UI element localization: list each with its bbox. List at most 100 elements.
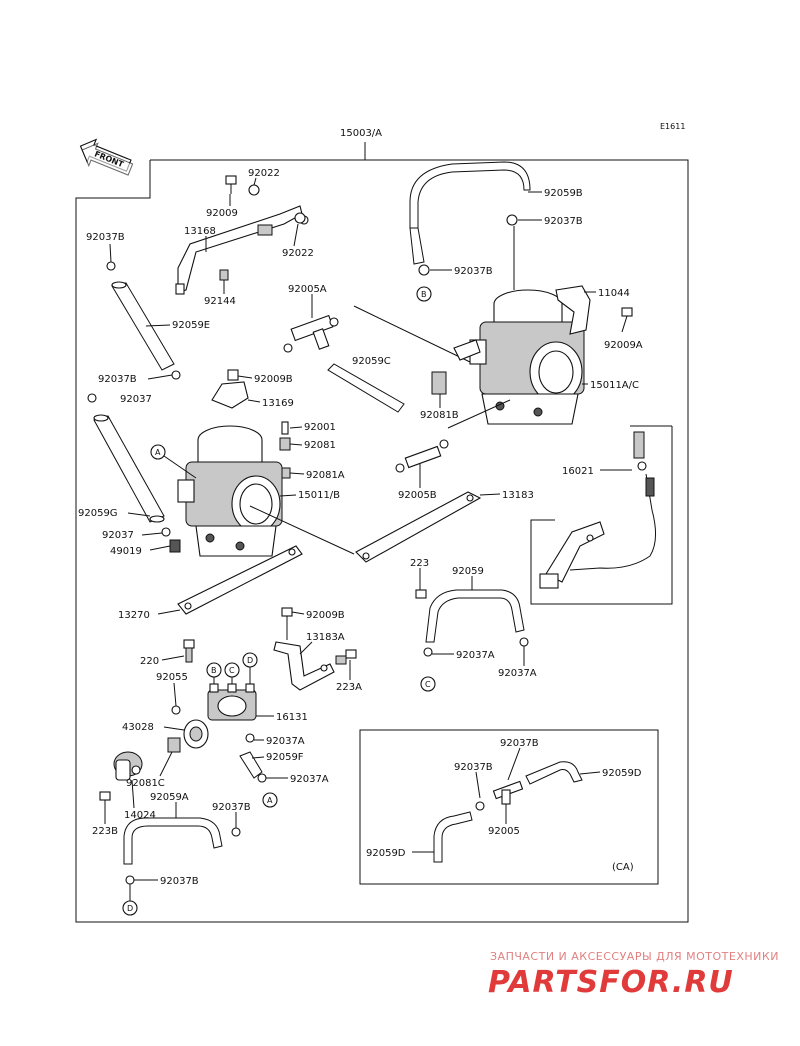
clip-92037-lower bbox=[161, 527, 171, 537]
label-92037A-lower: 92037A bbox=[290, 774, 329, 785]
hose-92059E bbox=[111, 281, 175, 371]
spring-92081C bbox=[167, 737, 181, 753]
callout-D-2: D bbox=[122, 884, 138, 916]
hose-92059F bbox=[239, 751, 263, 779]
clip-92037A-right bbox=[519, 637, 529, 647]
variant-label-ca: (CA) bbox=[612, 862, 634, 873]
label-92081B: 92081B bbox=[420, 410, 459, 421]
tee-92005 bbox=[475, 780, 524, 811]
label-92037-lower: 92037 bbox=[102, 530, 134, 541]
label-92059D-upper: 92059D bbox=[602, 768, 642, 779]
cable-inset-frame bbox=[530, 425, 673, 605]
link-plate-13270 bbox=[177, 545, 303, 615]
svg-text:C: C bbox=[425, 680, 431, 689]
label-92059B: 92059B bbox=[544, 188, 583, 199]
jet-92001 bbox=[281, 421, 289, 435]
svg-text:B: B bbox=[421, 290, 427, 299]
watermark-logo: PARTSFOR.RU bbox=[488, 965, 734, 1000]
label-92009B-lower: 92009B bbox=[306, 610, 345, 621]
screw-92009A bbox=[621, 307, 633, 317]
label-92059F: 92059F bbox=[266, 752, 304, 763]
label-92081A: 92081A bbox=[306, 470, 345, 481]
label-13168: 13168 bbox=[184, 226, 216, 237]
label-92005A: 92005A bbox=[288, 284, 327, 295]
nut-92144 bbox=[219, 269, 229, 281]
screw-92009B-lower bbox=[281, 607, 293, 617]
hose-92059G bbox=[93, 414, 165, 523]
clip-92037B-upper-right bbox=[506, 214, 518, 226]
label-92037B-mid: 92037B bbox=[98, 374, 137, 385]
front-arrow-icon: FRONT bbox=[79, 138, 134, 176]
hose-92059A bbox=[123, 817, 223, 865]
fitting-92005B bbox=[395, 439, 449, 473]
bracket-13183A bbox=[273, 641, 335, 691]
screw-223B bbox=[99, 791, 111, 801]
label-92144: 92144 bbox=[204, 296, 236, 307]
callout-B-1: B bbox=[416, 286, 432, 302]
tee-92005A bbox=[283, 314, 339, 353]
clip-92037 bbox=[87, 393, 97, 403]
label-16131: 16131 bbox=[276, 712, 308, 723]
label-92055: 92055 bbox=[156, 672, 188, 683]
label-92037B-ca-top: 92037B bbox=[500, 738, 539, 749]
washer-92022-top bbox=[248, 184, 260, 196]
clip-92037B-right-b bbox=[418, 264, 430, 276]
label-92037A-pump: 92037A bbox=[266, 736, 305, 747]
screw-223 bbox=[415, 589, 427, 599]
label-223: 223 bbox=[410, 558, 429, 569]
label-92022-top: 92022 bbox=[248, 168, 280, 179]
svg-text:D: D bbox=[127, 904, 133, 913]
label-92037B-bottom: 92037B bbox=[160, 876, 199, 887]
label-13169: 13169 bbox=[262, 398, 294, 409]
hose-92059D-lower bbox=[433, 811, 473, 863]
label-11044: 11044 bbox=[598, 288, 630, 299]
callout-A-1: A bbox=[150, 444, 197, 479]
label-15011B: 15011/B bbox=[298, 490, 340, 501]
label-92037B-right-b: 92037B bbox=[454, 266, 493, 277]
cable-16021 bbox=[539, 431, 656, 589]
label-92081: 92081 bbox=[304, 440, 336, 451]
petcock-14024 bbox=[113, 751, 143, 781]
label-92001: 92001 bbox=[304, 422, 336, 433]
label-92059G: 92059G bbox=[78, 508, 118, 519]
clip-92037B-pump bbox=[231, 827, 241, 837]
label-13183A: 13183A bbox=[306, 632, 345, 643]
spring-92081A bbox=[281, 467, 291, 479]
diaphragm-43028 bbox=[183, 719, 209, 749]
bolt-220 bbox=[183, 639, 195, 663]
screw-92009B-top bbox=[227, 369, 239, 381]
svg-text:A: A bbox=[267, 796, 273, 805]
clip-92037A-center bbox=[423, 647, 433, 657]
label-92005B: 92005B bbox=[398, 490, 437, 501]
label-13183: 13183 bbox=[502, 490, 534, 501]
diagram-code: E1611 bbox=[660, 122, 685, 131]
svg-text:C: C bbox=[229, 666, 235, 675]
label-14024: 14024 bbox=[124, 810, 156, 821]
label-15011AC: 15011A/C bbox=[590, 380, 639, 391]
label-92059A: 92059A bbox=[150, 792, 189, 803]
plug-49019 bbox=[169, 539, 181, 553]
label-92005: 92005 bbox=[488, 826, 520, 837]
bracket-13169 bbox=[211, 381, 249, 409]
callout-C-2: C bbox=[224, 662, 240, 692]
oring-92055 bbox=[171, 705, 181, 715]
label-92037A-right: 92037A bbox=[498, 668, 537, 679]
label-223B: 223B bbox=[92, 826, 118, 837]
label-92059: 92059 bbox=[452, 566, 484, 577]
label-92059E: 92059E bbox=[172, 320, 210, 331]
spring-92081B bbox=[431, 371, 447, 395]
hose-92059 bbox=[425, 589, 525, 643]
label-92022-bottom: 92022 bbox=[282, 248, 314, 259]
screw-223A bbox=[335, 649, 357, 665]
label-13270: 13270 bbox=[118, 610, 150, 621]
hose-92059B bbox=[409, 161, 531, 265]
clip-92037B-mid bbox=[171, 370, 181, 380]
hose-92059C bbox=[327, 363, 405, 413]
label-92059D-lower: 92059D bbox=[366, 848, 406, 859]
screw-92009 bbox=[225, 175, 237, 194]
bracket-11044 bbox=[555, 285, 591, 335]
label-92059C: 92059C bbox=[352, 356, 391, 367]
label-92037: 92037 bbox=[120, 394, 152, 405]
carburetor-15011AC bbox=[453, 289, 585, 425]
